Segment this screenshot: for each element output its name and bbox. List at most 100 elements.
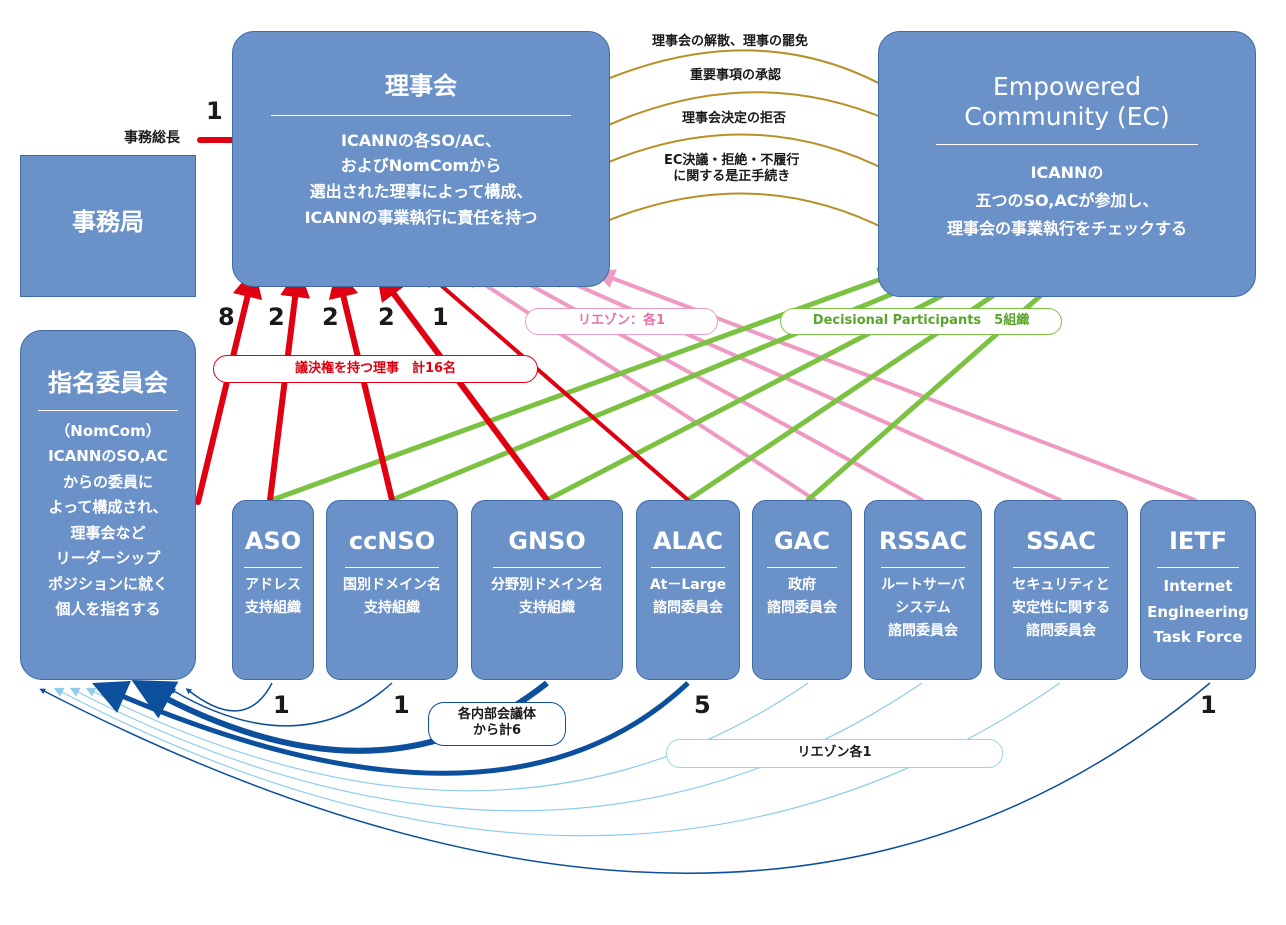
board-desc-line: ICANNの各SO/AC、 bbox=[341, 130, 501, 150]
org-ietf: IETF Internet Engineering Task Force bbox=[1140, 500, 1256, 680]
voting-arrow-alac bbox=[420, 267, 690, 502]
nomcom-desc-line: よって構成され、 bbox=[48, 498, 168, 517]
ec-arc-dissolve bbox=[577, 49, 909, 101]
seat-count-alac: 1 bbox=[432, 303, 449, 331]
org-desc-line: 諮問委員会 bbox=[653, 600, 723, 617]
org-desc: アドレス 支持組織 bbox=[233, 574, 313, 620]
legend-gnso-members-line: 各内部会議体 bbox=[457, 707, 536, 722]
org-abbr: RSSAC bbox=[878, 527, 968, 555]
org-abbr: ASO bbox=[244, 527, 302, 555]
org-rssac: RSSAC ルートサーバ システム 諮問委員会 bbox=[864, 500, 982, 680]
nomcom-liaison-gac bbox=[85, 682, 809, 792]
org-abbr: ALAC bbox=[652, 527, 724, 555]
nomcom-member-lines bbox=[39, 679, 1211, 874]
nomcom-desc-line: リーダーシップ bbox=[55, 549, 161, 568]
org-desc-line: Engineering bbox=[1147, 602, 1249, 621]
org-desc-line: システム bbox=[895, 600, 951, 617]
org-desc-line: 諮問委員会 bbox=[888, 623, 958, 640]
org-desc-line: 諮問委員会 bbox=[1026, 623, 1096, 640]
org-desc: 国別ドメイン名 支持組織 bbox=[327, 574, 457, 620]
org-desc-line: Task Force bbox=[1153, 628, 1243, 646]
org-abbr: GAC bbox=[774, 527, 830, 555]
org-desc-line: 国別ドメイン名 bbox=[343, 577, 441, 593]
nomcom-member-aso bbox=[185, 682, 273, 712]
nomcom-desc-line: （NomCom） bbox=[55, 421, 161, 440]
ec-action-reject: 理事会決定の拒否 bbox=[682, 111, 787, 126]
org-desc-line: 支持組織 bbox=[364, 600, 420, 617]
org-desc: 分野別ドメイン名 支持組織 bbox=[472, 574, 622, 620]
board-description: ICANNの各SO/AC、 およびNomComから 選出された理事によって構成、… bbox=[233, 128, 609, 230]
nomcom-desc-line: ポジションに就く bbox=[47, 574, 168, 593]
org-desc-line: アドレス bbox=[245, 577, 301, 593]
board-divider bbox=[271, 114, 571, 116]
org-gnso: GNSO 分野別ドメイン名 支持組織 bbox=[471, 500, 623, 680]
legend-nomcom-liaison: リエゾン各1 bbox=[666, 739, 1003, 768]
ec-action-dissolve: 理事会の解散、理事の罷免 bbox=[652, 34, 809, 49]
board-desc-line: およびNomComから bbox=[340, 156, 502, 176]
legend-decisional-participants: Decisional Participants 5組織 bbox=[780, 308, 1062, 335]
ec-title-line: Empowered bbox=[992, 72, 1142, 101]
org-desc: セキュリティと 安定性に関する 諮問委員会 bbox=[995, 574, 1127, 643]
nomcom-member-ccnso bbox=[169, 682, 393, 727]
secretariat-box: 事務局 bbox=[20, 155, 196, 297]
board-desc-line: 選出された理事によって構成、 bbox=[309, 181, 533, 201]
ec-arc-approve bbox=[573, 91, 907, 143]
org-gac: GAC 政府 諮問委員会 bbox=[752, 500, 852, 680]
nomcom-box: 指名委員会 （NomCom） ICANNのSO,AC からの委員に よって構成さ… bbox=[20, 330, 196, 680]
org-desc: At－Large 諮問委員会 bbox=[637, 574, 739, 620]
nomcom-count-ccnso: 1 bbox=[393, 691, 410, 719]
seat-count-gnso: 2 bbox=[378, 303, 395, 331]
ceo-label: 事務総長 bbox=[124, 130, 180, 146]
ec-title: Empowered Community (EC) bbox=[879, 72, 1255, 132]
org-desc: 政府 諮問委員会 bbox=[753, 574, 851, 620]
nomcom-description: （NomCom） ICANNのSO,AC からの委員に よって構成され、 理事会… bbox=[21, 419, 195, 623]
legend-board-liaison: リエゾン：各1 bbox=[525, 308, 718, 335]
org-abbr: GNSO bbox=[508, 527, 586, 555]
seat-count-aso: 2 bbox=[268, 303, 285, 331]
voting-arrow-gnso bbox=[376, 269, 550, 503]
org-desc-line: 安定性に関する bbox=[1012, 600, 1110, 617]
seat-count-nomcom: 8 bbox=[218, 303, 235, 331]
ec-box: Empowered Community (EC) ICANNの 五つのSO,AC… bbox=[878, 31, 1256, 297]
org-divider bbox=[493, 567, 601, 568]
board-box: 理事会 ICANNの各SO/AC、 およびNomComから 選出された理事によっ… bbox=[232, 31, 610, 287]
voting-arrow-aso bbox=[267, 267, 311, 503]
ec-description: ICANNの 五つのSO,ACが参加し、 理事会の事業執行をチェックする bbox=[879, 159, 1255, 243]
seat-count-ccnso: 2 bbox=[322, 303, 339, 331]
legend-voting-directors: 議決権を持つ理事 計16名 bbox=[213, 355, 538, 383]
org-abbr: SSAC bbox=[1026, 527, 1096, 555]
board-desc-line: ICANNの事業執行に責任を持つ bbox=[304, 207, 538, 227]
org-desc: ルートサーバ システム 諮問委員会 bbox=[865, 574, 981, 643]
nomcom-title: 指名委員会 bbox=[48, 369, 168, 397]
nomcom-member-alac bbox=[91, 680, 690, 776]
org-desc-line: 支持組織 bbox=[519, 600, 575, 617]
ec-arc-remedy bbox=[577, 192, 907, 241]
org-desc-line: セキュリティと bbox=[1012, 577, 1110, 593]
nomcom-member-ietf bbox=[39, 682, 1211, 874]
org-desc-line: 諮問委員会 bbox=[767, 600, 837, 617]
nomcom-desc-line: 個人を指名する bbox=[55, 600, 161, 619]
org-abbr: ccNSO bbox=[348, 527, 436, 555]
org-divider bbox=[881, 567, 965, 568]
org-aso: ASO アドレス 支持組織 bbox=[232, 500, 314, 680]
org-abbr: IETF bbox=[1168, 527, 1228, 555]
nomcom-desc-line: ICANNのSO,AC bbox=[48, 447, 168, 466]
org-divider bbox=[1013, 567, 1109, 568]
ec-action-approve: 重要事項の承認 bbox=[690, 68, 782, 83]
ec-arc-reject bbox=[577, 133, 909, 183]
voting-arrow-nomcom bbox=[195, 267, 263, 505]
ec-title-line: Community (EC) bbox=[964, 102, 1170, 131]
ec-divider bbox=[936, 144, 1198, 145]
org-divider bbox=[345, 567, 439, 568]
org-ssac: SSAC セキュリティと 安定性に関する 諮問委員会 bbox=[994, 500, 1128, 680]
org-desc-line: ルートサーバ bbox=[881, 577, 965, 593]
org-alac: ALAC At－Large 諮問委員会 bbox=[636, 500, 740, 680]
ec-action-remedy-line: EC決議・拒絶・不履行 bbox=[664, 153, 800, 168]
legend-gnso-members: 各内部会議体 から計6 bbox=[428, 702, 566, 746]
nomcom-count-aso: 1 bbox=[273, 691, 290, 719]
org-desc-line: At－Large bbox=[649, 577, 727, 593]
ceo-count: 1 bbox=[206, 97, 223, 125]
ec-action-remedy: EC決議・拒絶・不履行 に関する是正手続き bbox=[664, 153, 799, 186]
ec-desc-line: ICANNの bbox=[1030, 163, 1104, 182]
board-title: 理事会 bbox=[385, 72, 457, 100]
